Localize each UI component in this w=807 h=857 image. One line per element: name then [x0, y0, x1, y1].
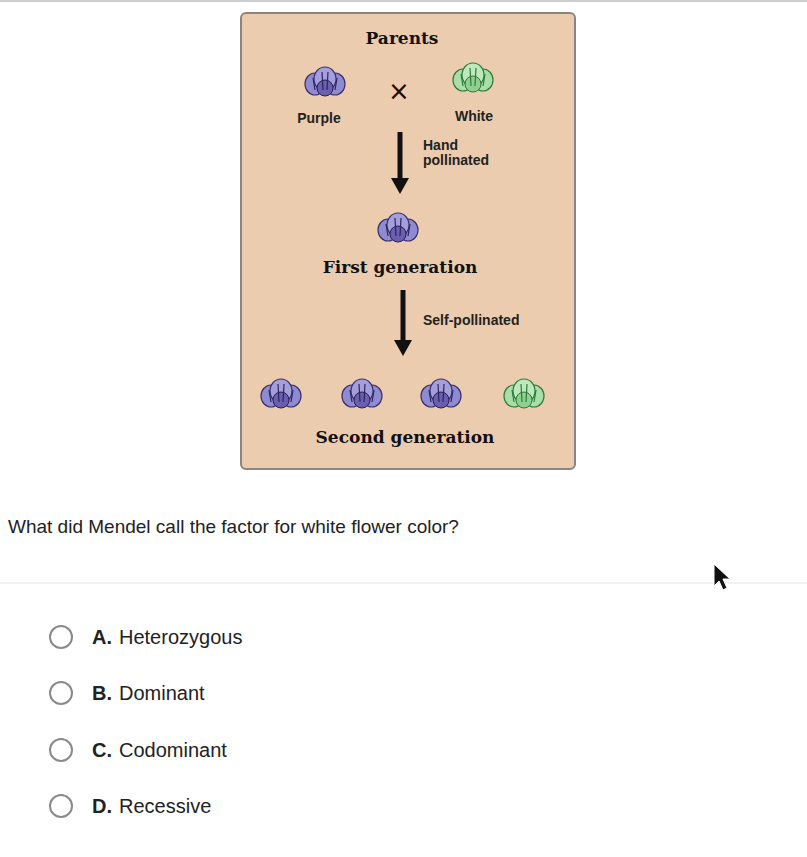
option-letter: D.: [92, 795, 112, 818]
mouse-cursor: [714, 564, 730, 590]
down-arrow: [391, 132, 409, 194]
step-label: Hand pollinated: [423, 138, 515, 169]
question-text: What did Mendel call the factor for whit…: [8, 516, 459, 538]
diagram-panel: Parents × Purple WhiteHand pollinatedFirst …: [240, 12, 576, 470]
top-rule: [0, 0, 807, 2]
option-text: Heterozygous: [119, 626, 242, 649]
option-text: Codominant: [119, 739, 227, 762]
answer-option: D. Recessive: [92, 795, 211, 818]
option-letter: A.: [92, 626, 112, 649]
heading: Parents: [366, 28, 439, 48]
answer-option: B. Dominant: [92, 682, 205, 705]
option-letter: B.: [92, 682, 112, 705]
divider: [0, 583, 807, 584]
down-arrow: [394, 290, 412, 356]
flower-label: White: [455, 108, 493, 124]
answer-option: A. Heterozygous: [92, 626, 242, 649]
option-letter: C.: [92, 739, 112, 762]
generation-label: First generation: [323, 257, 478, 277]
radio-buttons: [50, 626, 72, 817]
option-text: Dominant: [119, 682, 205, 705]
cross-symbol: ×: [388, 76, 410, 106]
generation-label: Second generation: [316, 427, 495, 447]
flower-label: Purple: [297, 110, 341, 126]
step-label: Self-pollinated: [423, 312, 519, 328]
option-text: Recessive: [119, 795, 211, 818]
answer-option: C. Codominant: [92, 739, 227, 762]
